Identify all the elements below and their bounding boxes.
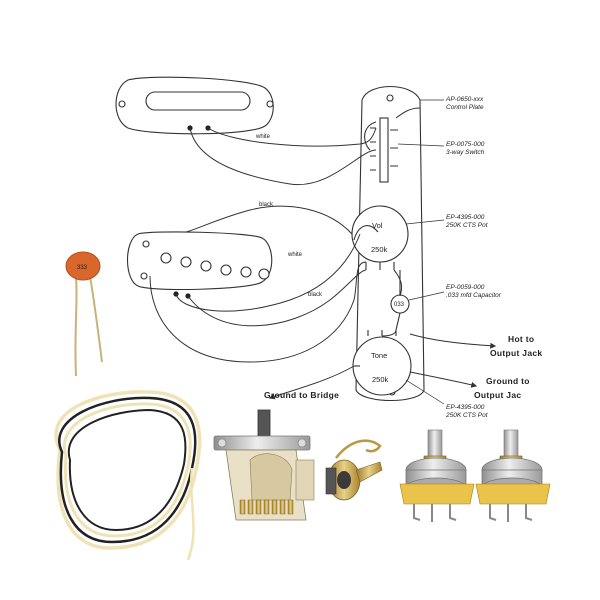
- capacitor-schematic: [390, 270, 410, 331]
- cap-value: 033: [394, 302, 405, 308]
- pot-labels: Vol 250k Tone 250k 033: [371, 221, 405, 384]
- control-plate-code: AP-0650-xxx: [445, 96, 484, 103]
- tone-value: 250k: [372, 375, 389, 384]
- wire-label-black-2: black: [308, 292, 323, 298]
- capacitor-name: .033 mfd Capacitor: [446, 292, 502, 299]
- ceramic-capacitor-photo: 333: [65, 251, 103, 377]
- neck-pickup: [115, 76, 274, 135]
- pot-photo-2: [475, 429, 551, 522]
- pot-photo-1: [399, 429, 475, 522]
- wire-labels: white black white black: [255, 134, 323, 298]
- ground-to-bridge: Ground to Bridge: [264, 390, 339, 400]
- wire-label-white-1: white: [255, 134, 271, 140]
- tone-pot-code: EP-4395-000: [446, 404, 485, 411]
- switch-name: 3-way Switch: [446, 149, 485, 156]
- tone-label: Tone: [371, 351, 387, 360]
- wire-label-black-1: black: [259, 202, 274, 208]
- tone-pot-name: 250K CTS Pot: [445, 412, 489, 419]
- coiled-wires-photo: [54, 390, 202, 561]
- ceramic-capacitor-marking: 333: [77, 265, 88, 271]
- wire-label-white-2: white: [287, 252, 303, 258]
- ground-to-output-line2: Output Jac: [474, 390, 521, 400]
- vol-value: 250k: [371, 245, 388, 254]
- vol-pot-name: 250K CTS Pot: [445, 222, 489, 229]
- three-way-switch: [364, 117, 398, 183]
- hot-to-output-line2: Output Jack: [490, 348, 542, 358]
- vol-label: Vol: [372, 221, 383, 230]
- wires: [149, 107, 497, 400]
- capacitor-code: EP-0059-000: [446, 284, 485, 291]
- three-way-switch-photo: [213, 409, 315, 521]
- hot-to-output-line1: Hot to: [508, 334, 534, 344]
- switch-code: EP-0075-000: [446, 141, 485, 148]
- wiring-schematic: [115, 76, 497, 405]
- bridge-pickup: [127, 231, 273, 299]
- part-labels: AP-0650-xxx Control Plate EP-0075-000 3-…: [445, 96, 502, 419]
- pole-pieces: [160, 252, 270, 280]
- ground-to-output-line1: Ground to: [486, 376, 530, 386]
- leader-lines: [397, 99, 445, 405]
- vol-pot-code: EP-4395-000: [446, 214, 485, 221]
- control-plate-name: Control Plate: [446, 104, 484, 111]
- output-jack-photo: [325, 439, 383, 501]
- handwritten-notes: Hot to Output Jack Ground to Bridge Grou…: [264, 334, 542, 400]
- tone-pot: [352, 330, 412, 396]
